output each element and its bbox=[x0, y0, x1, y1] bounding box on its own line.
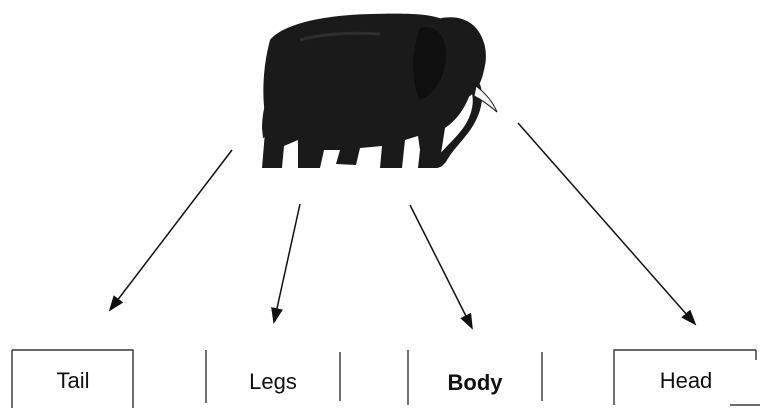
arrow-to-head bbox=[518, 123, 695, 324]
part-label-tail: Tail bbox=[56, 368, 89, 393]
arrow-to-tail bbox=[110, 150, 232, 310]
arrow-to-body bbox=[410, 205, 472, 328]
elephant-icon bbox=[262, 14, 497, 168]
part-label-body: Body bbox=[448, 370, 504, 395]
part-label-head: Head bbox=[660, 368, 713, 393]
arrow-to-legs bbox=[274, 204, 300, 322]
part-label-legs: Legs bbox=[249, 369, 297, 394]
label-boxes bbox=[12, 350, 760, 408]
